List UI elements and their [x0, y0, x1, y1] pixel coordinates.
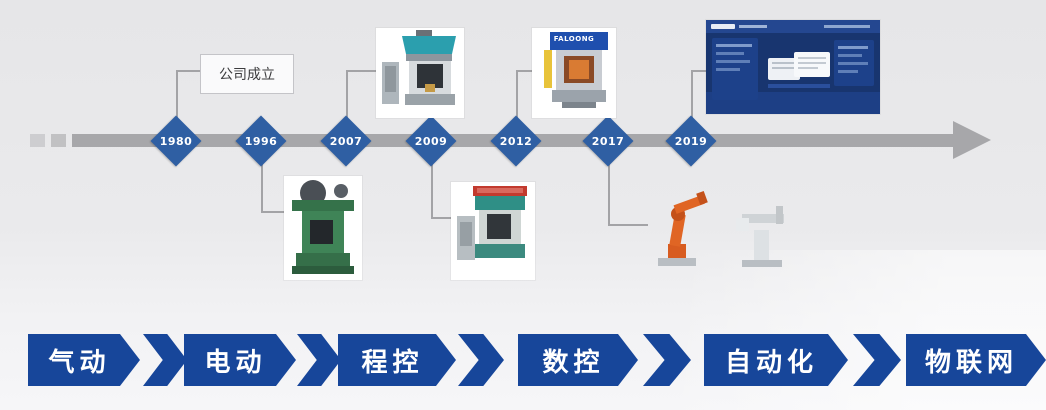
- connector-line: [431, 217, 453, 219]
- stage-label: 数控: [542, 347, 605, 378]
- year-label: 2019: [674, 134, 708, 148]
- machine-photo-2012: FALOONG: [532, 28, 616, 118]
- stage-chevron-icon: [458, 334, 504, 386]
- year-label: 2007: [329, 134, 363, 148]
- milestone-label-text: 公司成立: [219, 67, 275, 83]
- machine-photo-2009: [451, 182, 535, 280]
- timeline-arrowhead-icon: [953, 121, 991, 159]
- year-label: 2017: [591, 134, 625, 148]
- stage-label: 自动化: [724, 347, 818, 378]
- connector-line: [176, 70, 178, 122]
- timeline-node-2019: 2019: [663, 113, 719, 169]
- stage-pneumatic: 气动: [28, 334, 140, 386]
- timeline-node-2007: 2007: [318, 113, 374, 169]
- stage-label: 气动: [48, 347, 111, 378]
- stage-electric: 电动: [184, 334, 296, 386]
- connector-line: [176, 70, 202, 72]
- connector-line: [346, 70, 348, 122]
- connector-line: [691, 70, 708, 72]
- machine-photo-1996: [284, 176, 362, 280]
- timeline-node-2017: 2017: [580, 113, 636, 169]
- timeline-dash: [30, 134, 45, 147]
- background-diagonal-highlight: [586, 250, 1046, 410]
- milestone-label-1980: 公司成立: [200, 54, 294, 94]
- connector-line: [516, 70, 534, 72]
- machine-brand-label: FALOONG: [553, 35, 595, 43]
- stage-label: 程控: [361, 347, 424, 378]
- connector-line: [261, 160, 263, 213]
- year-label: 1980: [159, 134, 193, 148]
- timeline-node-2009: 2009: [403, 113, 459, 169]
- timeline-node-1996: 1996: [233, 113, 289, 169]
- stage-label: 电动: [204, 347, 267, 378]
- connector-line: [691, 70, 693, 122]
- timeline-node-2012: 2012: [488, 113, 544, 169]
- connector-line: [431, 160, 433, 219]
- stage-program-control: 程控: [338, 334, 456, 386]
- connector-line: [608, 224, 648, 226]
- stage-label: 物联网: [924, 347, 1018, 378]
- connector-line: [261, 211, 286, 213]
- stage-chevron-icon: [143, 334, 187, 386]
- connector-line: [346, 70, 378, 72]
- stage-chevron-icon: [643, 334, 691, 386]
- robots-photo-2017: [646, 188, 794, 272]
- stage-automation: 自动化: [704, 334, 848, 386]
- connector-line: [608, 160, 610, 226]
- timeline-dash: [51, 134, 66, 147]
- stage-chevron-icon: [297, 334, 341, 386]
- stage-chevron-icon: [853, 334, 901, 386]
- connector-line: [516, 70, 518, 122]
- stage-cnc: 数控: [518, 334, 638, 386]
- year-label: 2012: [499, 134, 533, 148]
- year-label: 1996: [244, 134, 278, 148]
- iot-dashboard-screenshot-2019: [706, 20, 880, 114]
- machine-photo-2007: [376, 28, 464, 118]
- stage-iot: 物联网: [906, 334, 1046, 386]
- timeline-node-1980: 1980: [148, 113, 204, 169]
- year-label: 2009: [414, 134, 448, 148]
